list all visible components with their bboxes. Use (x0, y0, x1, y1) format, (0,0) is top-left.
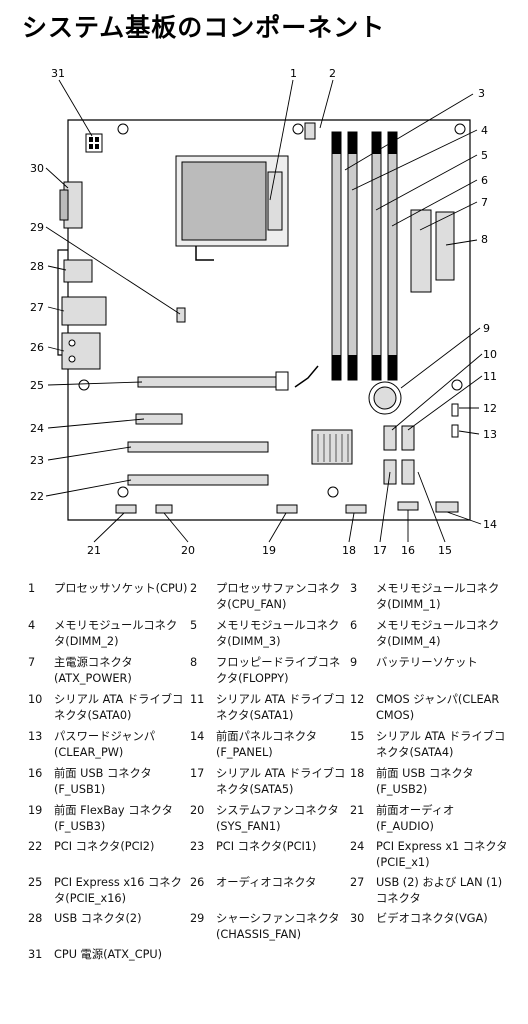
clear-cmos-jumper (451, 403, 459, 417)
callout-8: 8 (481, 233, 488, 246)
sys-fan1-header (155, 504, 173, 514)
callout-6: 6 (481, 174, 488, 187)
chassis-fan-connector (176, 307, 186, 323)
callout-23: 23 (30, 454, 44, 467)
callout-11: 11 (483, 370, 497, 383)
callout-5: 5 (481, 149, 488, 162)
callout-18: 18 (342, 544, 356, 557)
callout-29: 29 (30, 221, 44, 234)
callout-26: 26 (30, 341, 44, 354)
callout-27: 27 (30, 301, 44, 314)
f-usb2-header (345, 504, 367, 514)
f-audio-header (115, 504, 137, 514)
f-panel-header (435, 501, 459, 513)
usb-lan-connector (61, 296, 107, 326)
callout-19: 19 (262, 544, 276, 557)
callout-21: 21 (87, 544, 101, 557)
atx-cpu-connector (85, 133, 103, 153)
callout-15: 15 (438, 544, 452, 557)
page-title: システム基板のコンポーネント (22, 13, 386, 42)
pcie-x16-slot (137, 365, 319, 391)
callout-14: 14 (483, 518, 497, 531)
f-usb3-header (276, 504, 298, 514)
callout-12: 12 (483, 402, 497, 415)
callout-3: 3 (478, 87, 485, 100)
clear-pw-jumper (451, 424, 459, 438)
callout-10: 10 (483, 348, 497, 361)
motherboard-diagram: 1 2 3 4 5 6 7 8 9 10 11 12 13 14 15 16 1… (30, 67, 497, 557)
callout-13: 13 (483, 428, 497, 441)
cpu-fan-connector (304, 122, 316, 140)
cpu-socket (175, 155, 289, 261)
callout-7: 7 (481, 196, 488, 209)
pcie-x1-slot (135, 413, 183, 425)
callout-4: 4 (481, 124, 488, 137)
leader-lines (45, 79, 483, 543)
callout-labels: 1 2 3 4 5 6 7 8 9 10 11 12 13 14 15 16 1… (30, 67, 497, 557)
pci2-slot (127, 474, 269, 486)
mounting-holes (78, 123, 466, 498)
callout-31: 31 (51, 67, 65, 80)
callout-24: 24 (30, 422, 44, 435)
callout-25: 25 (30, 379, 44, 392)
usb-connector (63, 259, 93, 283)
f-usb1-header (397, 501, 419, 511)
floppy-connector (435, 211, 455, 281)
atx-power-connector (410, 209, 432, 293)
callout-28: 28 (30, 260, 44, 273)
callout-20: 20 (181, 544, 195, 557)
pci1-slot (127, 441, 269, 453)
chipset (311, 429, 353, 465)
callout-2: 2 (329, 67, 336, 80)
vga-connector (59, 181, 83, 229)
callout-16: 16 (401, 544, 415, 557)
audio-connector (61, 332, 101, 370)
sata-connectors (383, 425, 415, 485)
callout-9: 9 (483, 322, 490, 335)
dimm-slots (331, 131, 398, 381)
callout-22: 22 (30, 490, 44, 503)
battery-socket (368, 381, 402, 415)
callout-17: 17 (373, 544, 387, 557)
callout-30: 30 (30, 162, 44, 175)
callout-1: 1 (290, 67, 297, 80)
